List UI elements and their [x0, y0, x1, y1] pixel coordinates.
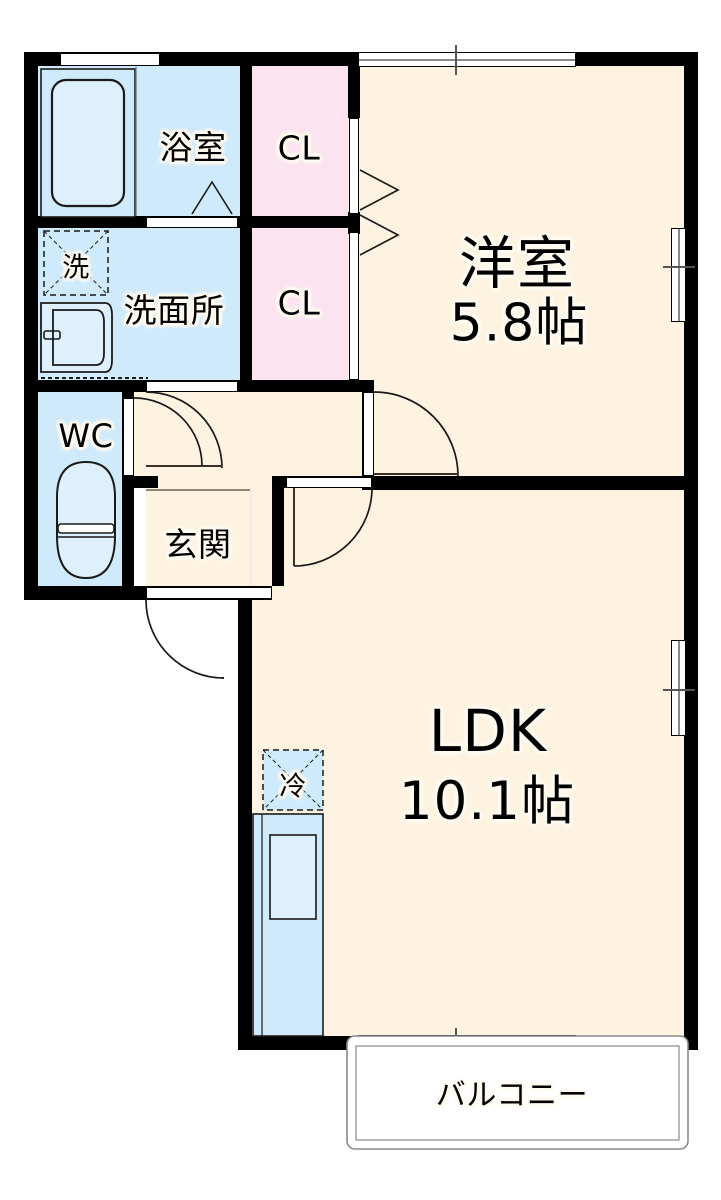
wall-hallway-top [240, 380, 374, 392]
door-bedroom[interactable] [363, 392, 374, 476]
door-balcony-tick [455, 1028, 457, 1058]
label-bedroom: 洋室 [458, 231, 576, 297]
label-genkan: 玄関 [164, 525, 232, 564]
door-bath[interactable] [146, 217, 238, 228]
window-bedroom-east-tick [663, 266, 695, 268]
wall-left-outer [24, 52, 38, 600]
label-washroom: 洗面所 [123, 291, 225, 330]
label-ldk-area: 10.1帖 [398, 771, 576, 832]
label-wc: WC [58, 417, 114, 455]
room-fill-ldk [252, 476, 684, 1036]
label-ldk: LDK [428, 697, 548, 765]
door-entrance[interactable] [146, 587, 272, 599]
window-ldk-east [671, 640, 686, 736]
label-closet-bottom: CL [277, 283, 321, 323]
wall-left-ldk [238, 586, 252, 1050]
label-bath: 浴室 [159, 128, 227, 167]
door-balcony-sliding[interactable] [358, 1035, 576, 1050]
label-balcony: バルコニー [435, 1078, 589, 1113]
door-closet-top[interactable] [349, 118, 359, 214]
window-bath [60, 53, 160, 66]
label-bedroom-area: 5.8帖 [449, 293, 589, 354]
door-closet-bottom[interactable] [349, 232, 359, 380]
door-wc[interactable] [123, 398, 134, 476]
room-fill-genkan [146, 488, 250, 586]
window-bedroom-north [358, 52, 576, 67]
wall-closet-right-upper [348, 52, 360, 118]
wall-genkan-right [272, 476, 284, 586]
wall-bedroom-bottom [362, 476, 684, 490]
window-bedroom-east [671, 228, 686, 322]
door-washroom[interactable] [146, 381, 238, 392]
wall-water-closet-divider [240, 52, 252, 392]
room-fill-closet-bottom [252, 228, 348, 380]
window-bedroom-north-tick [455, 45, 457, 75]
window-ldk-east-tick [663, 689, 695, 691]
wall-genkan-top [134, 476, 158, 488]
label-washer: 洗 [62, 252, 90, 284]
room-fill-closet-top [252, 66, 348, 216]
label-closet-top: CL [277, 128, 321, 168]
door-ldk[interactable] [286, 477, 372, 488]
wall-closet-right-mid [348, 212, 360, 234]
wall-right-outer [684, 52, 698, 1050]
wall-closet-divider [252, 216, 348, 228]
door-swing-entrance [145, 599, 225, 679]
label-fridge: 冷 [279, 771, 307, 803]
